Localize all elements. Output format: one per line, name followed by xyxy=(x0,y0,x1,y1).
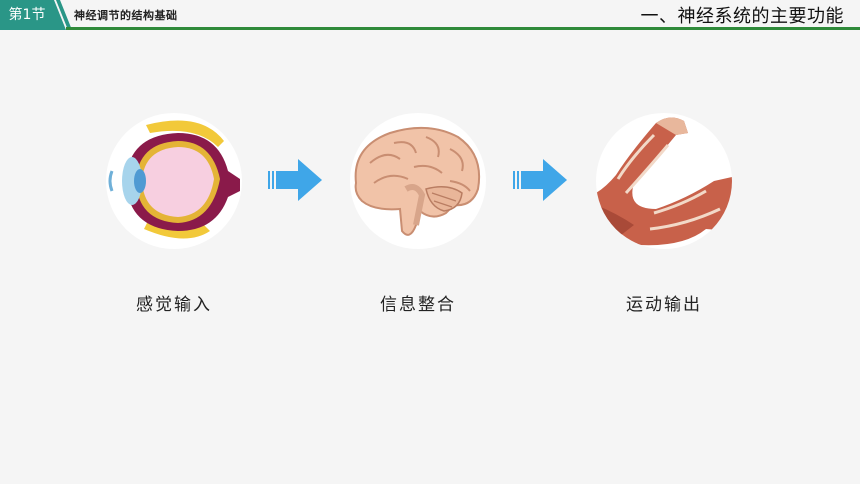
brain-anatomy-icon xyxy=(350,113,486,249)
arm-muscle-icon xyxy=(596,113,732,249)
arrow-right-icon xyxy=(513,159,567,201)
stage-label-information-integration: 信息整合 xyxy=(380,295,456,315)
header-decoration xyxy=(0,0,860,30)
stage-motor-output xyxy=(596,113,732,249)
slide-header: 第1节 神经调节的结构基础 一、神经系统的主要功能 xyxy=(0,0,860,34)
arrow-right-icon xyxy=(268,159,322,201)
stage-label-sensory-input: 感觉输入 xyxy=(136,295,212,315)
stage-information-integration xyxy=(350,113,486,249)
eye-anatomy-icon xyxy=(106,113,242,249)
topic-title: 一、神经系统的主要功能 xyxy=(640,6,844,27)
stage-sensory-input xyxy=(106,113,242,249)
section-subtitle: 神经调节的结构基础 xyxy=(74,9,178,22)
stage-label-motor-output: 运动输出 xyxy=(626,295,702,315)
section-tag: 第1节 xyxy=(8,7,46,23)
